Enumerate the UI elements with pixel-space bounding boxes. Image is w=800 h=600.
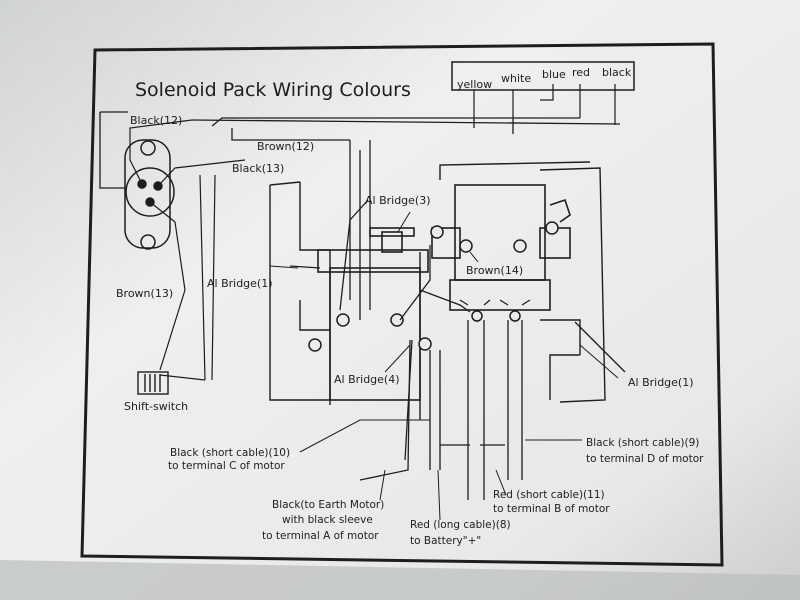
label-black-earth-line1: Black(to Earth Motor) xyxy=(272,499,384,511)
label-al-bridge-1-left: Al Bridge(1) xyxy=(207,277,273,290)
label-black-12: Black(12) xyxy=(130,114,182,127)
label-red-long-8-line2: to Battery"+" xyxy=(410,535,481,547)
diagram-frame xyxy=(80,42,724,567)
colour-key-blue: blue xyxy=(542,68,566,81)
label-al-bridge-4: Al Bridge(4) xyxy=(334,373,400,386)
connector-wires xyxy=(129,119,246,381)
colour-key-white: white xyxy=(501,72,531,85)
label-brown-13: Brown(13) xyxy=(116,287,173,300)
label-al-bridge-3: Al Bridge(3) xyxy=(365,194,431,207)
colour-key-yellow: yellow xyxy=(457,78,492,91)
label-black-short-10-line2: to terminal C of motor xyxy=(168,460,285,472)
colour-key-leads xyxy=(473,84,616,125)
label-brown-14: Brown(14) xyxy=(466,264,523,277)
label-black-short-9-line1: Black (short cable)(9) xyxy=(586,437,699,449)
label-shift-switch: Shift-switch xyxy=(124,400,188,413)
label-black-13: Black(13) xyxy=(232,162,284,175)
label-black-earth-line2: with black sleeve xyxy=(282,514,373,526)
label-red-short-11-line1: Red (short cable)(11) xyxy=(493,489,605,501)
shift-switch-icon xyxy=(137,371,169,395)
motor-cables xyxy=(289,199,626,500)
diagram-title: Solenoid Pack Wiring Colours xyxy=(135,79,411,101)
leader-lines xyxy=(269,211,619,521)
terminal-bolts xyxy=(308,221,559,352)
top-harness xyxy=(99,111,621,320)
label-red-long-8-line1: Red (long cable)(8) xyxy=(410,519,511,531)
left-solenoid xyxy=(317,227,429,401)
label-black-short-10-line1: Black (short cable)(10) xyxy=(170,447,290,459)
right-solenoid xyxy=(431,184,571,311)
label-red-short-11-line2: to terminal B of motor xyxy=(493,503,610,515)
paper-shadow xyxy=(0,560,800,600)
label-al-bridge-1-right: Al Bridge(1) xyxy=(628,376,694,389)
label-black-earth-line3: to terminal A of motor xyxy=(262,530,379,542)
label-black-short-9-line2: to terminal D of motor xyxy=(586,453,704,465)
colour-key-box xyxy=(451,61,635,91)
label-brown-12: Brown(12) xyxy=(257,140,314,153)
colour-key-black: black xyxy=(602,66,632,79)
colour-key-red: red xyxy=(572,66,590,79)
